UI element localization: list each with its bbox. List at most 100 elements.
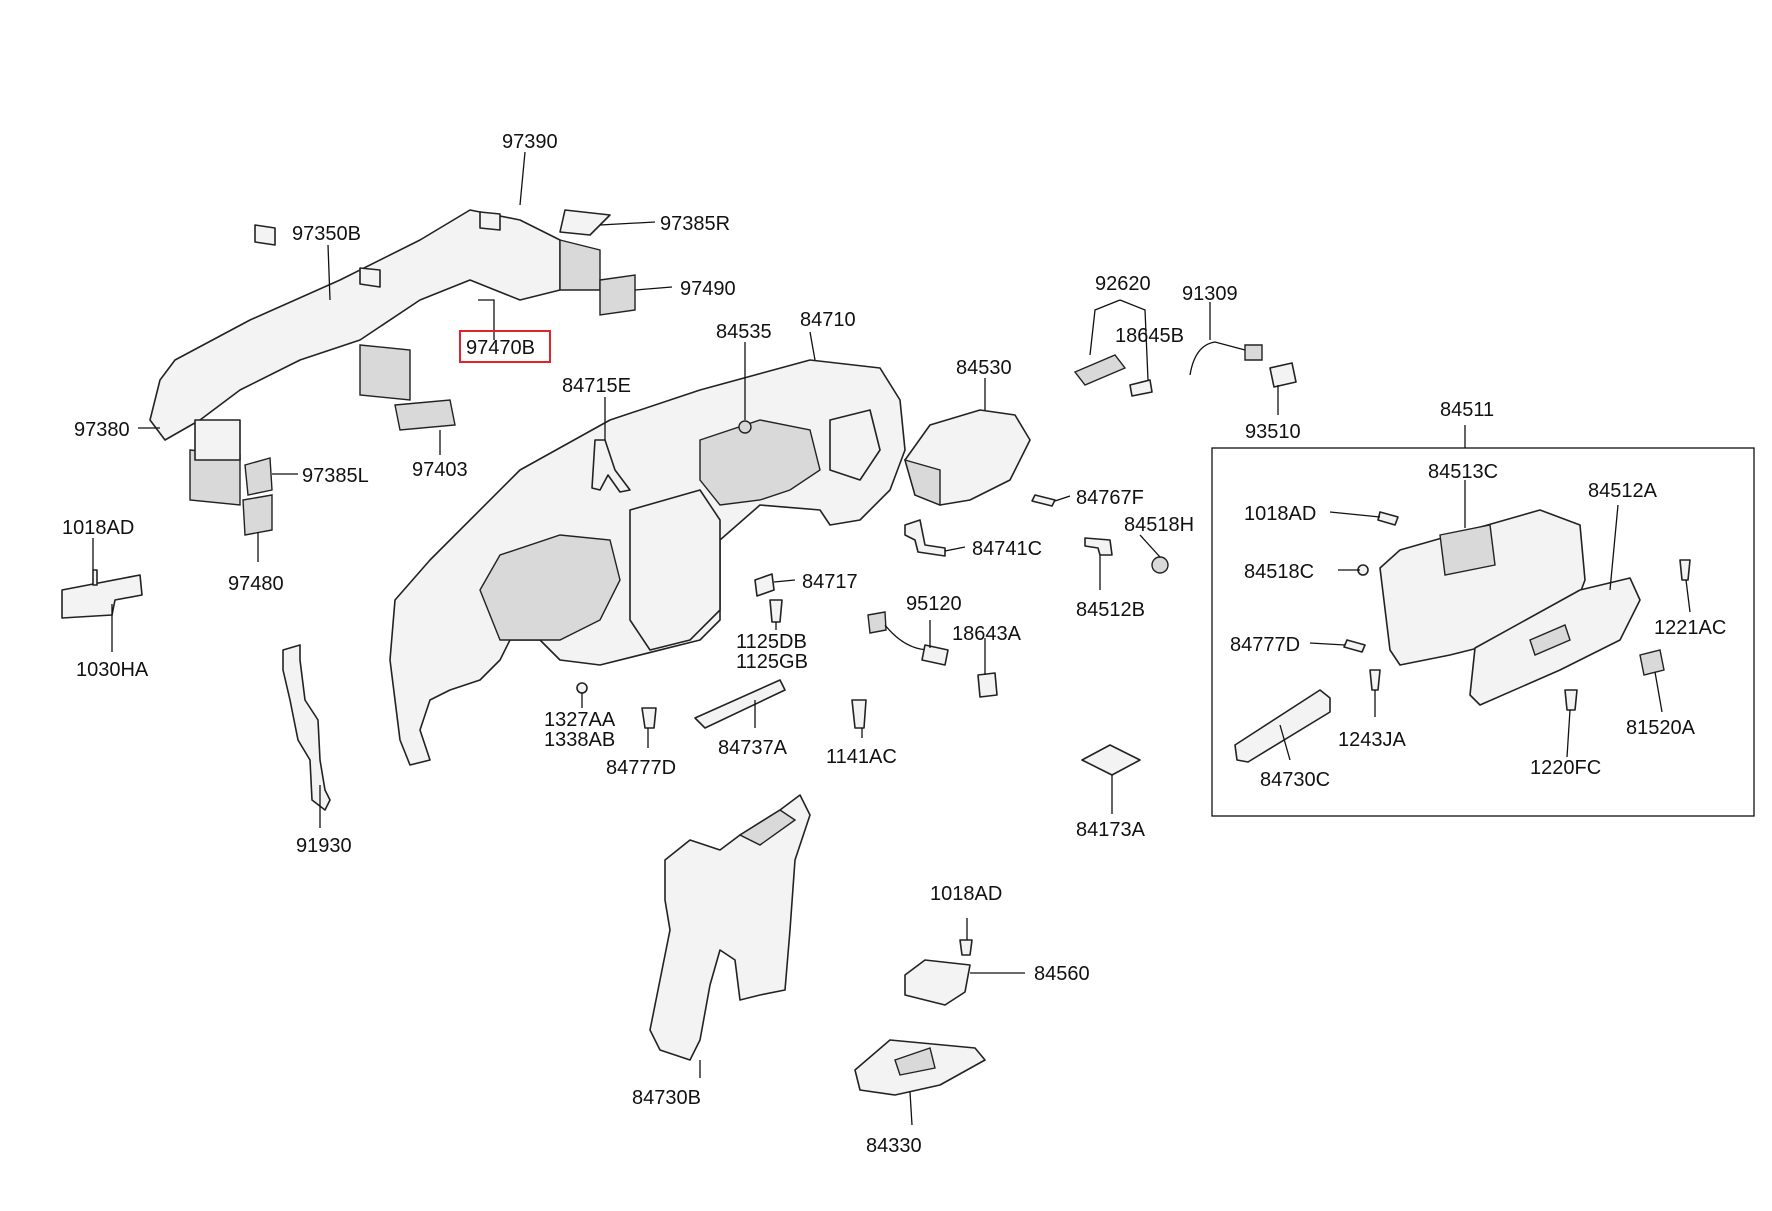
vent-97480 [242, 494, 273, 536]
label-97385R: 97385R [660, 213, 730, 235]
vent-97385L [244, 457, 273, 496]
label-1338AB: 1338AB [544, 729, 615, 751]
label-84518H: 84518H [1124, 514, 1194, 536]
label-91309: 91309 [1182, 283, 1238, 305]
vent-97403 [394, 399, 456, 431]
wire-91309 [1189, 341, 1246, 376]
stopper-84518H [1151, 556, 1169, 574]
brace-84730B [649, 794, 811, 1061]
leader-lines [92, 151, 1691, 1126]
clip-84715E [591, 439, 631, 493]
connector-95120 [867, 611, 887, 634]
vent-97490 [599, 274, 636, 316]
pad-84173A [1081, 744, 1141, 776]
bracket-1030HA [61, 574, 143, 619]
pad-81520A [1639, 649, 1665, 676]
label-97380: 97380 [74, 419, 130, 441]
label-93510: 93510 [1245, 421, 1301, 443]
label-1220FC: 1220FC [1530, 757, 1601, 779]
screw-1243JA [1369, 669, 1381, 691]
screw-1221AC [1679, 559, 1691, 581]
label-97470B: 97470B [466, 337, 535, 359]
screw-84777D-a [641, 707, 657, 729]
label-18643A: 18643A [952, 623, 1022, 645]
bracket-91930 [282, 644, 331, 811]
label-1141AC: 1141AC [826, 746, 897, 768]
label-84767F: 84767F [1076, 487, 1144, 509]
sensor-95120 [921, 644, 949, 666]
label-1030HA: 1030HA [76, 659, 149, 681]
label-84512B: 84512B [1076, 599, 1145, 621]
screw-1125DB [769, 599, 783, 623]
tray-84330 [854, 1039, 986, 1096]
air-duct-assembly [149, 209, 611, 506]
label-91930: 91930 [296, 835, 352, 857]
screw-1018AD-b [1377, 511, 1399, 526]
label-84717: 84717 [802, 571, 858, 593]
screw-1018AD-c [959, 939, 973, 956]
label-1018AD-a: 1018AD [62, 517, 134, 539]
label-84730B: 84730B [632, 1087, 701, 1109]
rail-84730C [1234, 689, 1331, 763]
connector-91309 [1244, 344, 1263, 361]
label-18645B: 18645B [1115, 325, 1184, 347]
label-84560: 84560 [1034, 963, 1090, 985]
bracket-84741C [904, 519, 946, 557]
label-84730C: 84730C [1260, 769, 1330, 791]
screw-1018AD-a [92, 569, 98, 586]
label-95120: 95120 [906, 593, 962, 615]
plug-84535 [738, 420, 752, 434]
glovebox-group-frame [1211, 447, 1755, 817]
label-84530: 84530 [956, 357, 1012, 379]
screw-1220FC [1564, 689, 1578, 711]
label-84511: 84511 [1440, 399, 1494, 421]
wire-95120 [884, 624, 931, 651]
nut-1327AA [576, 682, 588, 694]
label-1221AC: 1221AC [1654, 617, 1726, 639]
label-1327AA: 1327AA [544, 709, 616, 731]
label-84330: 84330 [866, 1135, 922, 1157]
bulb-18643A [977, 672, 998, 698]
label-1018AD-b: 1018AD [1244, 503, 1316, 525]
label-97390: 97390 [502, 131, 558, 153]
label-97350B: 97350B [292, 223, 361, 245]
highlight-box-97470B [459, 330, 551, 363]
screw-84767F [1031, 494, 1056, 507]
label-84173A: 84173A [1076, 819, 1146, 841]
label-84715E: 84715E [562, 375, 631, 397]
label-84513C: 84513C [1428, 461, 1498, 483]
label-84518C: 84518C [1244, 561, 1314, 583]
label-97385L: 97385L [302, 465, 369, 487]
airbag-lid [903, 458, 941, 507]
label-84512A: 84512A [1588, 480, 1658, 502]
label-92620: 92620 [1095, 273, 1151, 295]
label-97490: 97490 [680, 278, 736, 300]
label-84710: 84710 [800, 309, 856, 331]
switch-93510 [1269, 362, 1297, 388]
label-97480: 97480 [228, 573, 284, 595]
bulb-18645B [1129, 379, 1153, 397]
part-labels: 97390 97385R 97350B 97490 97470B 97380 9… [62, 131, 1726, 1157]
label-1243JA: 1243JA [1338, 729, 1406, 751]
label-81520A: 81520A [1626, 717, 1696, 739]
label-97403: 97403 [412, 459, 468, 481]
label-1125DB: 1125DB [736, 631, 807, 653]
label-84737A: 84737A [718, 737, 788, 759]
dashboard-panel-84710 [389, 359, 906, 766]
label-84777D-a: 84777D [606, 757, 676, 779]
bolt-1141AC [851, 699, 867, 729]
screw-84777D-b [1343, 639, 1366, 653]
bracket-84560 [904, 939, 973, 1006]
label-1125GB: 1125GB [736, 651, 808, 673]
label-1018AD-c: 1018AD [930, 883, 1002, 905]
glovebox-84512A [1379, 509, 1641, 706]
label-84535: 84535 [716, 321, 772, 343]
hinge-84512B [1084, 537, 1113, 556]
bracket-84737A [694, 679, 786, 729]
bracket-84717 [754, 573, 775, 597]
lamp-92620 [1073, 354, 1127, 386]
label-84777D-b: 84777D [1230, 634, 1300, 656]
label-84741C: 84741C [972, 538, 1042, 560]
